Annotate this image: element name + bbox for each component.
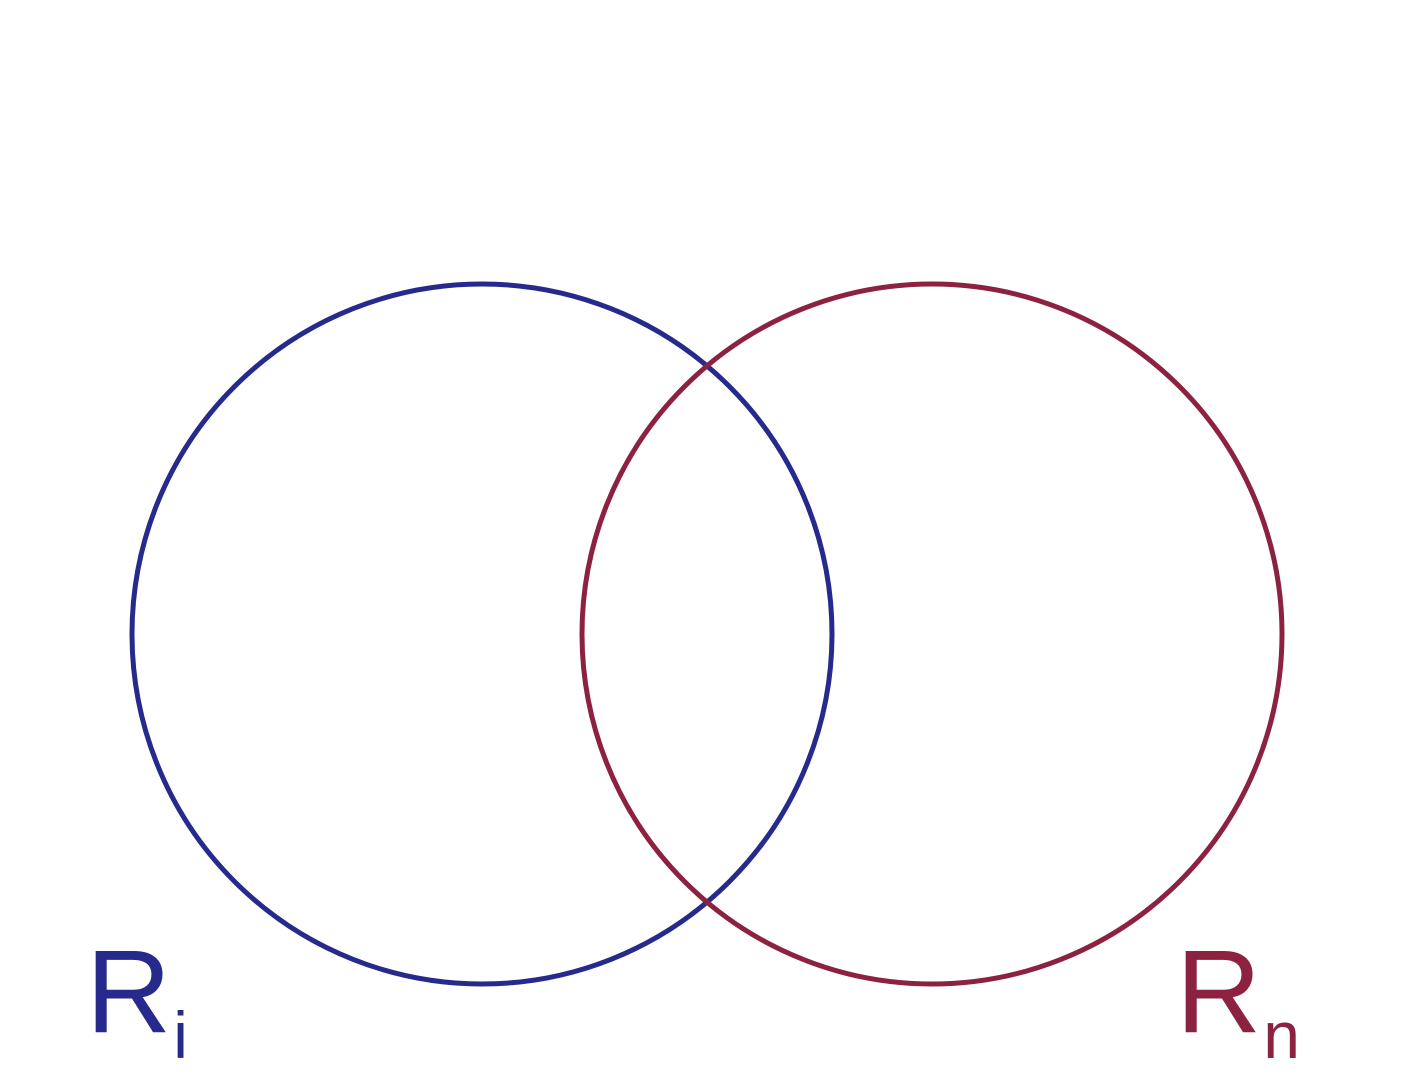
set-circle-left — [129, 281, 835, 987]
set-label-right: Rn — [1176, 926, 1300, 1068]
set-label-right-subscript: n — [1263, 998, 1300, 1072]
set-label-right-main: R — [1176, 926, 1262, 1058]
set-label-left: Ri — [86, 926, 188, 1068]
set-label-left-main: R — [86, 926, 172, 1058]
set-circle-right — [579, 281, 1285, 987]
set-label-left-subscript: i — [173, 998, 188, 1072]
